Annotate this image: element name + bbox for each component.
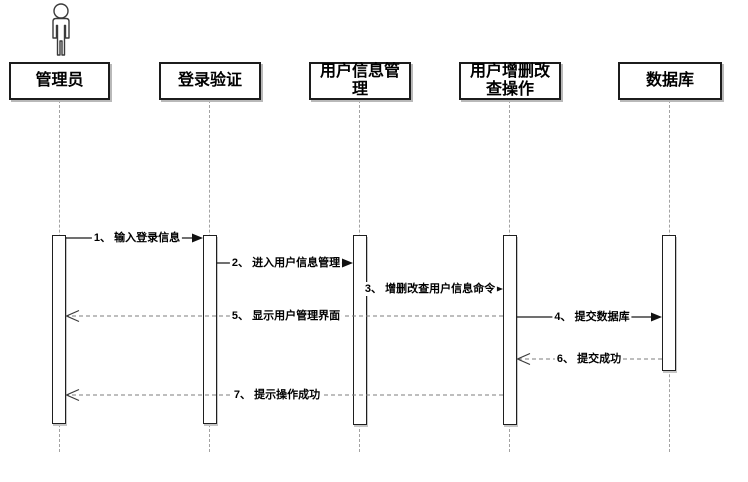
person-actor-icon	[52, 3, 70, 56]
message-7-label: 7、 提示操作成功	[231, 388, 323, 402]
message-1-label: 1、 输入登录信息	[91, 231, 183, 245]
participant-user-crud-operations-label: 用户增删改查操作	[469, 63, 550, 98]
participant-user-info-management: 用户信息管理	[309, 62, 411, 100]
participant-login-verification-label: 登录验证	[177, 72, 242, 89]
activation-database	[662, 235, 676, 371]
participant-user-crud-operations: 用户增删改查操作	[459, 62, 561, 100]
participant-user-info-management-label: 用户信息管理	[319, 63, 400, 98]
activation-admin	[52, 235, 66, 424]
message-4-label: 4、 提交数据库	[552, 310, 632, 324]
message-3-label: 3、 增删改查用户信息命令	[362, 282, 498, 296]
activation-user-info-management	[353, 235, 367, 425]
message-5-label: 5、 显示用户管理界面	[229, 309, 343, 323]
message-6-label: 6、 提交成功	[554, 352, 624, 366]
participant-admin-label: 管理员	[35, 72, 84, 89]
participant-database-label: 数据库	[645, 72, 694, 89]
participant-admin: 管理员	[9, 62, 110, 100]
message-2-label: 2、 进入用户信息管理	[229, 256, 343, 270]
activation-user-crud-operations	[503, 235, 517, 425]
activation-login-verification	[203, 235, 217, 424]
participant-database: 数据库	[618, 62, 722, 100]
participant-login-verification: 登录验证	[159, 62, 261, 100]
